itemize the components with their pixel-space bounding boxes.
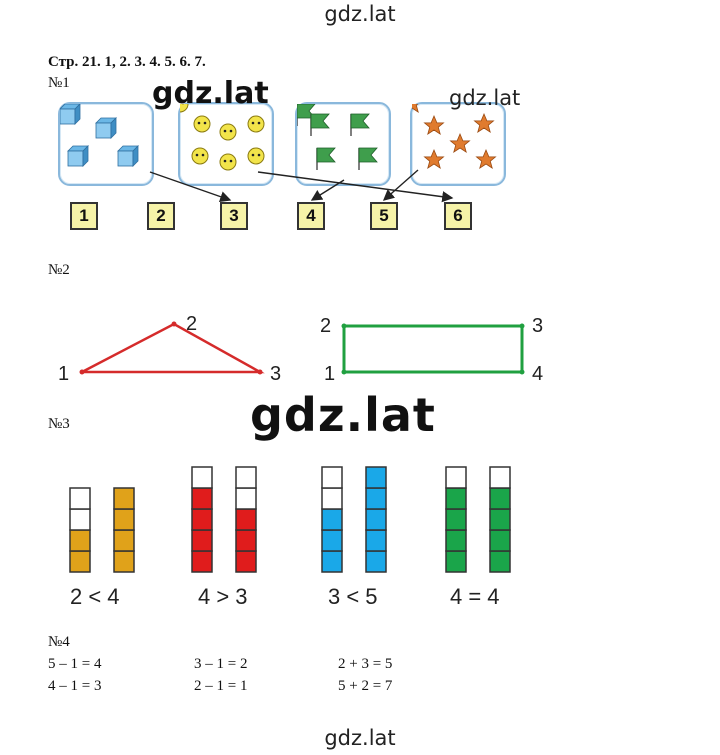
bar-cell-g2-c2-4 (235, 487, 257, 510)
bar-cell-g4-c1-4 (445, 487, 467, 510)
rectangle-shape (342, 324, 524, 374)
watermark-section1-right: gdz.lat (449, 86, 521, 110)
bar-cell-g2-c1-5 (191, 466, 213, 489)
equation-2-2: 2 – 1 = 1 (194, 678, 248, 694)
comparison-2: 4 > 3 (198, 584, 248, 609)
number-box-3: 3 (220, 202, 248, 230)
arrow-cubes-to-3 (149, 171, 232, 203)
matching-arrows (149, 169, 454, 203)
bar-cell-g1-c1-2 (69, 529, 91, 552)
card-stars (401, 92, 506, 186)
watermark-section1-left: gdz.lat (152, 76, 269, 111)
bar-cell-g2-c2-5 (235, 466, 257, 489)
bar-cell-g4-c2-3 (489, 508, 511, 531)
bar-cell-g4-c1-3 (445, 508, 467, 531)
bar-cell-g3-c2-3 (365, 508, 387, 531)
bar-cell-g2-c1-4 (191, 487, 213, 510)
comparison-1: 2 < 4 (70, 584, 120, 609)
cubes-icon (59, 103, 139, 167)
bar-cell-g2-c2-1 (235, 550, 257, 573)
triangle-point-3: 3 (270, 363, 281, 385)
triangle-point-2: 2 (186, 313, 197, 335)
bar-cell-g1-c1-4 (69, 487, 91, 510)
bar-cell-g1-c1-3 (69, 508, 91, 531)
equation-3-1: 2 + 3 = 5 (338, 656, 393, 672)
rectangle-point-3: 3 (532, 315, 543, 337)
bar-cell-g4-c2-2 (489, 529, 511, 552)
task3-bars (69, 466, 511, 573)
bar-cell-g3-c2-2 (365, 529, 387, 552)
number-box-5: 5 (370, 202, 398, 230)
rectangle-point-2: 2 (320, 315, 331, 337)
comparison-4: 4 = 4 (450, 584, 500, 609)
watermark-top: gdz.lat (324, 2, 396, 26)
watermark-center: gdz.lat (250, 388, 436, 442)
bar-cell-g4-c1-5 (445, 466, 467, 489)
flags-icon (296, 103, 378, 171)
bar-cell-g3-c1-3 (321, 508, 343, 531)
equation-1-1: 5 – 1 = 4 (48, 656, 102, 672)
rectangle-point-1: 1 (324, 363, 335, 385)
task2-label: №2 (48, 262, 70, 278)
bar-cell-g4-c2-4 (489, 487, 511, 510)
arrow-smileys-to-6 (257, 171, 454, 203)
triangle-shape (81, 322, 265, 374)
equation-2-1: 3 – 1 = 2 (194, 656, 248, 672)
bar-cell-g3-c1-4 (321, 487, 343, 510)
task2-figures: 1 2 3 2 3 1 4 (58, 313, 543, 385)
bar-cell-g2-c1-3 (191, 508, 213, 531)
bar-cell-g2-c1-1 (191, 550, 213, 573)
bar-cell-g1-c2-4 (113, 487, 135, 510)
equation-3-2: 5 + 2 = 7 (338, 678, 393, 694)
number-box-4: 4 (297, 202, 325, 230)
number-box-6: 6 (444, 202, 472, 230)
bar-cell-g3-c2-1 (365, 550, 387, 573)
bar-cell-g1-c2-3 (113, 508, 135, 531)
equation-1-2: 4 – 1 = 3 (48, 678, 102, 694)
bar-cell-g2-c2-2 (235, 529, 257, 552)
card-cubes (58, 102, 154, 186)
bar-cell-g4-c2-5 (489, 466, 511, 489)
triangle-point-1: 1 (58, 363, 69, 385)
task4-label: №4 (48, 634, 70, 650)
bar-cell-g3-c1-1 (321, 550, 343, 573)
rectangle-point-4: 4 (532, 363, 543, 385)
bar-cell-g4-c2-1 (489, 550, 511, 573)
bar-cell-g3-c1-2 (321, 529, 343, 552)
bar-cell-g3-c2-5 (365, 466, 387, 489)
number-box-1: 1 (70, 202, 98, 230)
task1-label: №1 (48, 75, 70, 91)
card-flags (295, 102, 391, 186)
bar-cell-g1-c2-2 (113, 529, 135, 552)
bar-cell-g1-c1-1 (69, 550, 91, 573)
bar-cell-g3-c2-4 (365, 487, 387, 510)
bar-cell-g2-c1-2 (191, 529, 213, 552)
page-heading: Стр. 21. 1, 2. 3. 4. 5. 6. 7. (48, 54, 206, 70)
bar-cell-g1-c2-1 (113, 550, 135, 573)
watermark-bottom: gdz.lat (324, 726, 396, 750)
bar-cell-g4-c1-2 (445, 529, 467, 552)
bar-cell-g3-c1-5 (321, 466, 343, 489)
bar-cell-g4-c1-1 (445, 550, 467, 573)
number-box-2: 2 (147, 202, 175, 230)
arrow-flags-to-4 (310, 179, 345, 201)
arrow-stars-to-5 (382, 169, 419, 201)
task3-label: №3 (48, 416, 70, 432)
comparison-3: 3 < 5 (328, 584, 378, 609)
bar-cell-g2-c2-3 (235, 508, 257, 531)
